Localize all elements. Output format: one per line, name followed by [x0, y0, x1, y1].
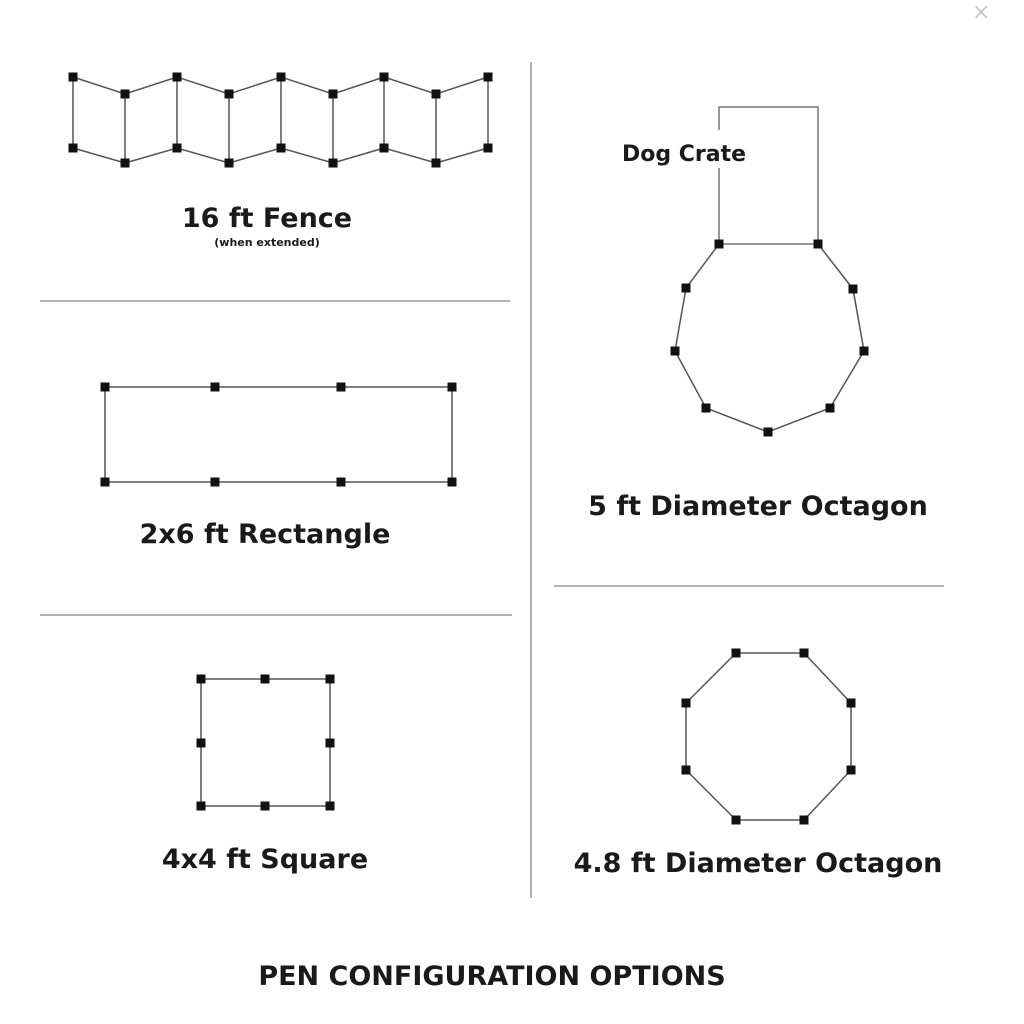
fence-node: [120, 89, 130, 99]
octagon-node: [681, 698, 691, 708]
square-node: [325, 674, 335, 684]
shapes: [68, 72, 869, 825]
octagon-crate-node: [859, 346, 869, 356]
fence-title: 16 ft Fence: [182, 203, 352, 234]
square-title: 4x4 ft Square: [162, 844, 368, 875]
octagon-node: [799, 815, 809, 825]
octagon-crate-node: [813, 239, 823, 249]
square-node: [196, 738, 206, 748]
octagon-node: [731, 815, 741, 825]
fence-node: [276, 72, 286, 82]
octagon-node: [731, 648, 741, 658]
rectangle-node: [336, 382, 346, 392]
octagon-crate-node: [825, 403, 835, 413]
fence-node: [483, 143, 493, 153]
octagon-crate-node: [848, 284, 858, 294]
fence-node: [328, 89, 338, 99]
square-node: [196, 801, 206, 811]
octagon-outline: [685, 652, 852, 821]
dog-crate-outline: [718, 106, 819, 245]
rectangle-node: [447, 382, 457, 392]
fence-node: [172, 143, 182, 153]
octagon-crate-node: [714, 239, 724, 249]
octagon-crate-node: [763, 427, 773, 437]
fence-subtitle: (when extended): [214, 236, 319, 249]
rectangle-node: [336, 477, 346, 487]
rectangle-node: [210, 477, 220, 487]
rectangle-node: [210, 382, 220, 392]
octagon-crate-node: [701, 403, 711, 413]
square-node: [260, 674, 270, 684]
footer-title: PEN CONFIGURATION OPTIONS: [258, 961, 725, 992]
dividers: [40, 62, 944, 898]
fence-node: [224, 158, 234, 168]
fence-node: [68, 72, 78, 82]
rectangle-title: 2x6 ft Rectangle: [140, 519, 391, 550]
rectangle-node: [447, 477, 457, 487]
octagon-node: [846, 698, 856, 708]
octagon-title: 4.8 ft Diameter Octagon: [574, 848, 943, 879]
square-node: [260, 801, 270, 811]
rectangle-node: [100, 477, 110, 487]
fence-node: [328, 158, 338, 168]
rectangle-outline: [104, 386, 453, 483]
close-icon[interactable]: ×: [972, 0, 991, 25]
octagon-node: [681, 765, 691, 775]
fence-node: [224, 89, 234, 99]
rectangle-node: [100, 382, 110, 392]
square-node: [325, 738, 335, 748]
octagon-node: [799, 648, 809, 658]
fence-node: [120, 158, 130, 168]
fence-node: [379, 143, 389, 153]
fence-node: [68, 143, 78, 153]
octagon-crate-node: [681, 283, 691, 293]
dog-crate-label: Dog Crate: [622, 142, 746, 167]
octagon-crate-title: 5 ft Diameter Octagon: [588, 491, 928, 522]
fence-node: [431, 89, 441, 99]
octagon-crate-node: [670, 346, 680, 356]
fence-node: [276, 143, 286, 153]
square-node: [196, 674, 206, 684]
fence-node: [483, 72, 493, 82]
fence-node: [431, 158, 441, 168]
square-outline: [200, 678, 331, 807]
octagon-node: [846, 765, 856, 775]
fence-node: [379, 72, 389, 82]
square-node: [325, 801, 335, 811]
fence-node: [172, 72, 182, 82]
